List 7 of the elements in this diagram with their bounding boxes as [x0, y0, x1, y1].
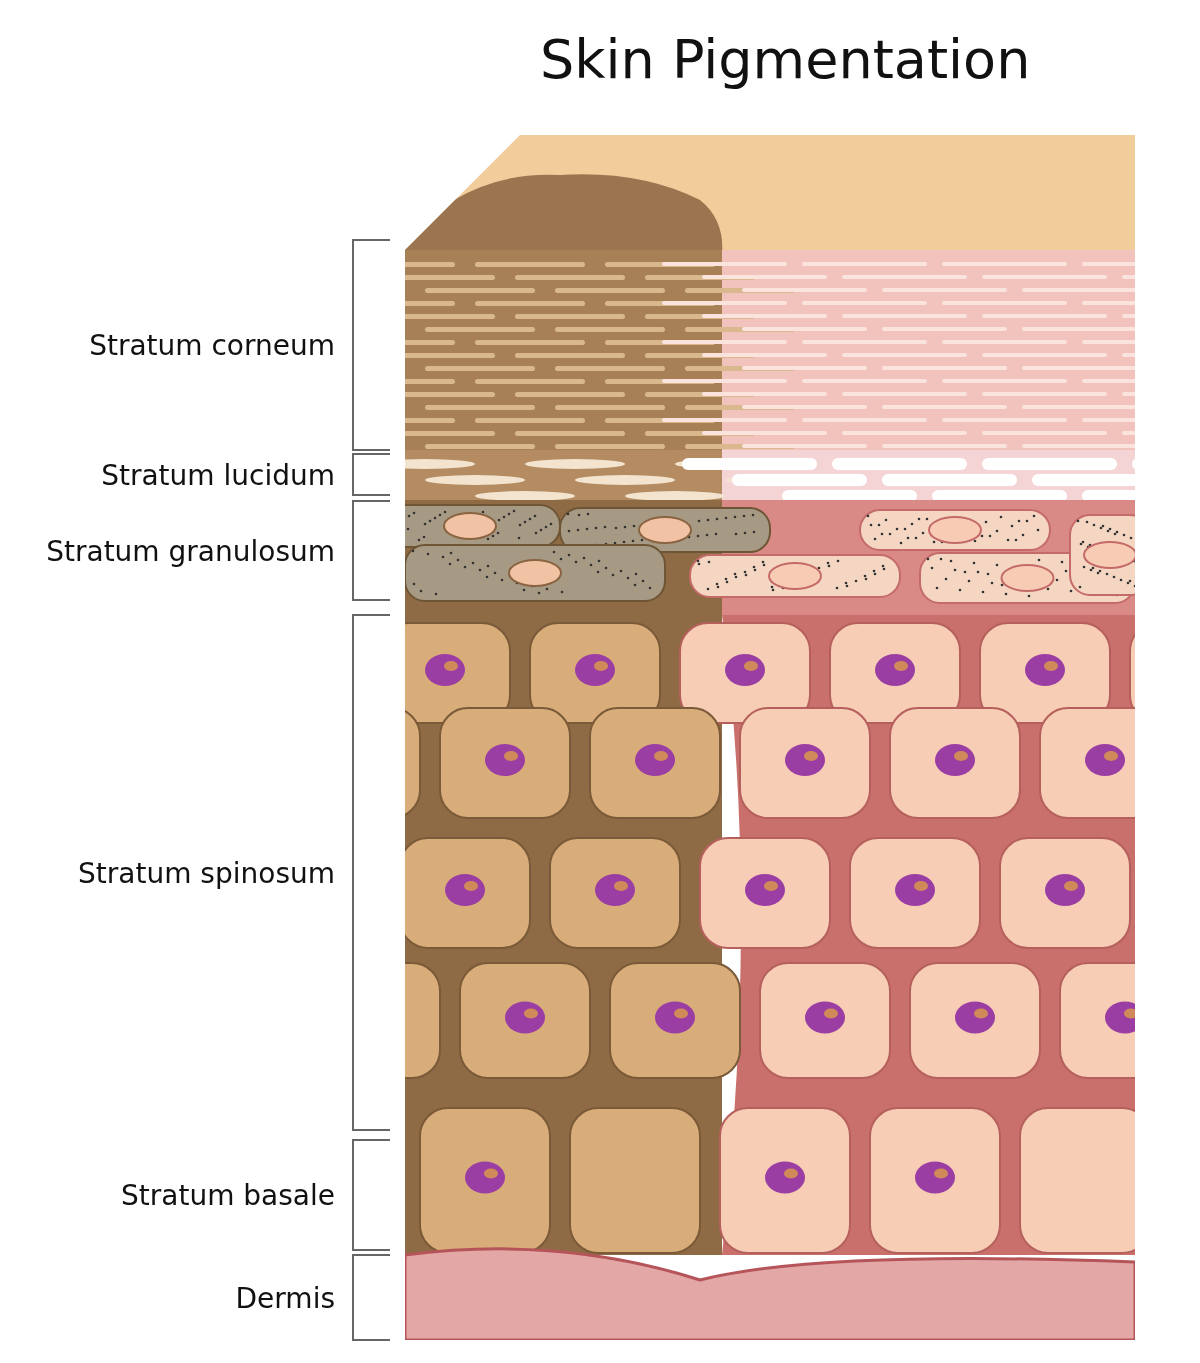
layer-label: Stratum lucidum — [101, 458, 335, 491]
layer-label: Stratum basale — [121, 1178, 335, 1212]
diagram-title: Skin Pigmentation — [540, 28, 1031, 91]
layer-label: Dermis — [235, 1281, 335, 1314]
layer-label: Stratum spinosum — [78, 856, 335, 889]
layer-label: Stratum granulosum — [46, 534, 335, 567]
layer-label: Stratum corneum — [89, 328, 335, 362]
